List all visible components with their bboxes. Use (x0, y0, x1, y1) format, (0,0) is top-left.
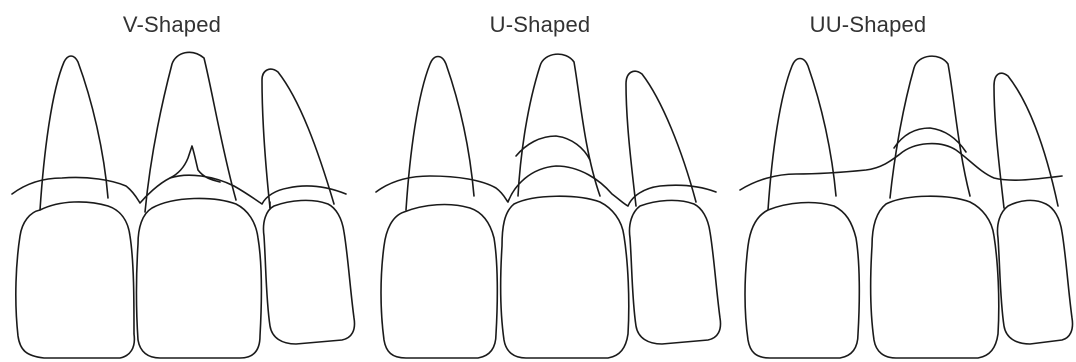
u-second-crown (501, 196, 629, 358)
u-third-crown (629, 200, 720, 344)
panel-v-shaped (12, 52, 355, 358)
uu-central-crown (745, 203, 859, 358)
v-second-root (145, 52, 236, 212)
uu-papilla-cap (894, 128, 966, 152)
panel-uu-shaped (740, 56, 1073, 358)
uu-third-crown (997, 200, 1072, 344)
u-papilla-cap (516, 136, 590, 160)
u-central-root (406, 57, 474, 211)
uu-second-crown (871, 196, 999, 358)
v-central-root (40, 56, 108, 210)
u-central-crown (381, 205, 497, 358)
uu-gingival-line (740, 144, 1062, 190)
v-second-crown (137, 198, 262, 358)
v-central-crown (16, 202, 135, 358)
v-third-crown (263, 200, 354, 344)
uu-third-root (994, 73, 1058, 208)
panel-u-shaped (376, 54, 721, 358)
uu-central-root (768, 59, 836, 211)
uu-second-root (890, 56, 970, 198)
